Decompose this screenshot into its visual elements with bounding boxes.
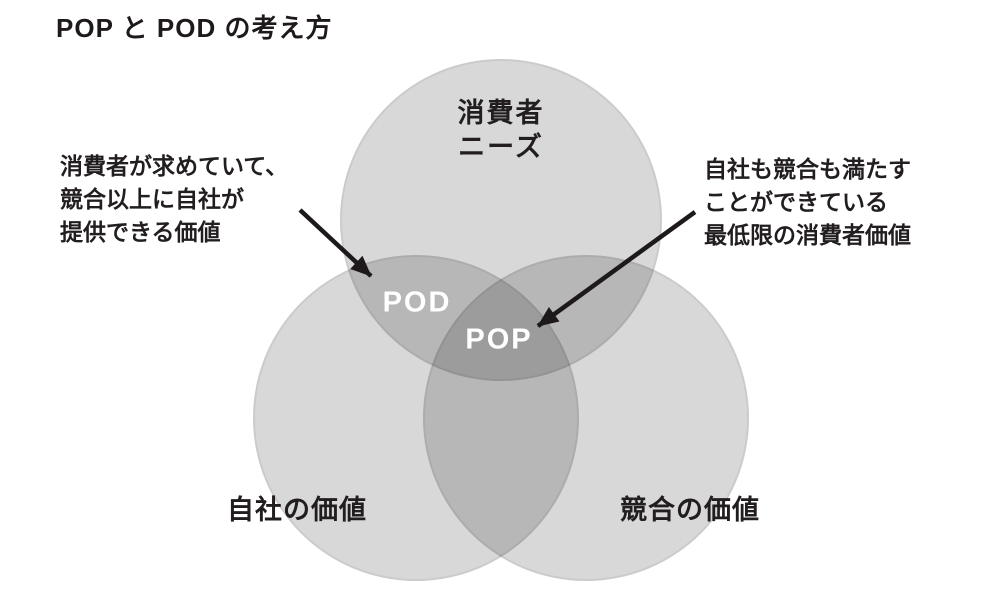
- pop-annotation-line3: 最低限の消費者価値: [704, 222, 911, 248]
- pod-annotation-line1: 消費者が求めていて、: [60, 153, 289, 179]
- pod-annotation: 消費者が求めていて、 競合以上に自社が 提供できる価値: [60, 150, 288, 249]
- pop-annotation: 自社も競合も満たす ことができている 最低限の消費者価値: [704, 153, 911, 252]
- consumer-needs-label: 消費者 ニーズ: [340, 96, 662, 164]
- company-value-label: 自社の価値: [227, 495, 367, 525]
- pod-region-label: POD: [382, 286, 452, 319]
- consumer-needs-label-line2: ニーズ: [458, 132, 544, 162]
- consumer-needs-label-line1: 消費者: [457, 98, 545, 128]
- venn-circle-company-value: [253, 255, 579, 581]
- pod-annotation-line2: 競合以上に自社が: [60, 186, 244, 212]
- pop-region-label: POP: [465, 323, 533, 356]
- page-title: POP と POD の考え方: [56, 13, 333, 43]
- competitor-value-label: 競合の価値: [620, 495, 760, 525]
- pop-annotation-line1: 自社も競合も満たす: [704, 156, 911, 182]
- pop-annotation-line2: ことができている: [704, 189, 888, 215]
- venn-circle-competitor-value: [423, 255, 749, 581]
- pod-annotation-line3: 提供できる価値: [60, 219, 221, 245]
